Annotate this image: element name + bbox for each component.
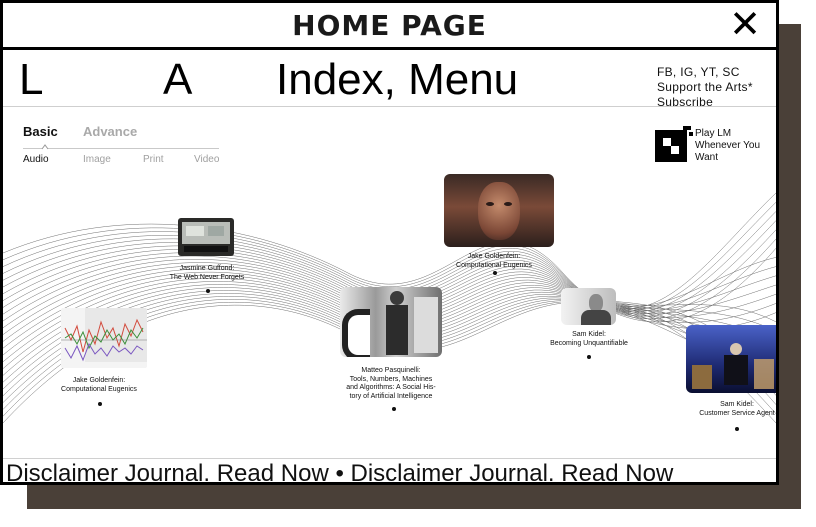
top-nav: L A Index, Menu FB, IG, YT, SC Support t… bbox=[3, 50, 776, 110]
node-dot[interactable] bbox=[392, 407, 396, 411]
index-menu-link[interactable]: Index, Menu bbox=[276, 55, 519, 104]
window-title: HOME PAGE bbox=[292, 9, 487, 42]
caption-kidel-1: Sam Kidel:Becoming Unquantifiable bbox=[550, 331, 628, 347]
thumb-kidel-2[interactable] bbox=[686, 325, 776, 393]
title-bar: HOME PAGE ✕ bbox=[3, 3, 776, 50]
caption-pasquinelli: Matteo Pasquinelli: Tools, Numbers, Mach… bbox=[346, 367, 436, 400]
support-link[interactable]: Support the Arts* bbox=[657, 80, 753, 94]
thumb-goldenfein-chart[interactable] bbox=[61, 308, 147, 368]
caption-guffond: Jasmine Guffond:The Web Never Forgets bbox=[169, 265, 245, 281]
social-block: FB, IG, YT, SC Support the Arts* Subscri… bbox=[657, 65, 753, 110]
subscribe-link[interactable]: Subscribe bbox=[657, 95, 714, 109]
nav-letter-l[interactable]: L bbox=[19, 55, 44, 104]
caption-goldenfein-top: Jake Goldenfein:Computational Eugenics bbox=[456, 253, 532, 269]
play-lm-text: Play LM Whenever You Want bbox=[695, 128, 761, 163]
thumb-pasquinelli[interactable] bbox=[340, 287, 442, 357]
node-dot[interactable] bbox=[98, 402, 102, 406]
nav-letter-a[interactable]: A bbox=[163, 55, 193, 104]
subtab-print[interactable]: Print bbox=[143, 154, 164, 165]
subtab-image[interactable]: Image bbox=[83, 154, 111, 165]
node-dot[interactable] bbox=[735, 427, 739, 431]
disclaimer-ticker[interactable]: Disclaimer Journal. Read Now • Disclaime… bbox=[3, 458, 776, 485]
subtab-audio[interactable]: Audio bbox=[23, 154, 49, 165]
node-dot[interactable] bbox=[493, 271, 497, 275]
thumb-kidel-1[interactable] bbox=[561, 288, 616, 325]
caption-kidel-2: Sam Kidel:Customer Service Agent bbox=[699, 401, 775, 417]
node-dot[interactable] bbox=[206, 289, 210, 293]
subtab-video[interactable]: Video bbox=[194, 154, 220, 165]
tab-divider bbox=[23, 148, 219, 149]
close-icon[interactable]: ✕ bbox=[729, 2, 761, 46]
caption-goldenfein-left: Jake Goldenfein:Computational Eugenics bbox=[61, 377, 137, 393]
chart-thumbnail-icon bbox=[61, 308, 147, 362]
thumb-guffond[interactable] bbox=[178, 218, 234, 256]
tab-caret-icon bbox=[41, 144, 49, 150]
social-links[interactable]: FB, IG, YT, SC bbox=[657, 65, 740, 79]
tab-advance[interactable]: Advance bbox=[83, 124, 138, 139]
lm-logo-icon bbox=[655, 126, 693, 162]
node-dot[interactable] bbox=[587, 355, 591, 359]
ticker-text: Disclaimer Journal. Read Now • Disclaime… bbox=[6, 460, 674, 485]
thumb-goldenfein-face[interactable] bbox=[444, 174, 554, 247]
app-window: HOME PAGE ✕ L A Index, Menu FB, IG, YT, … bbox=[0, 0, 779, 485]
tab-basic[interactable]: Basic bbox=[23, 124, 58, 139]
